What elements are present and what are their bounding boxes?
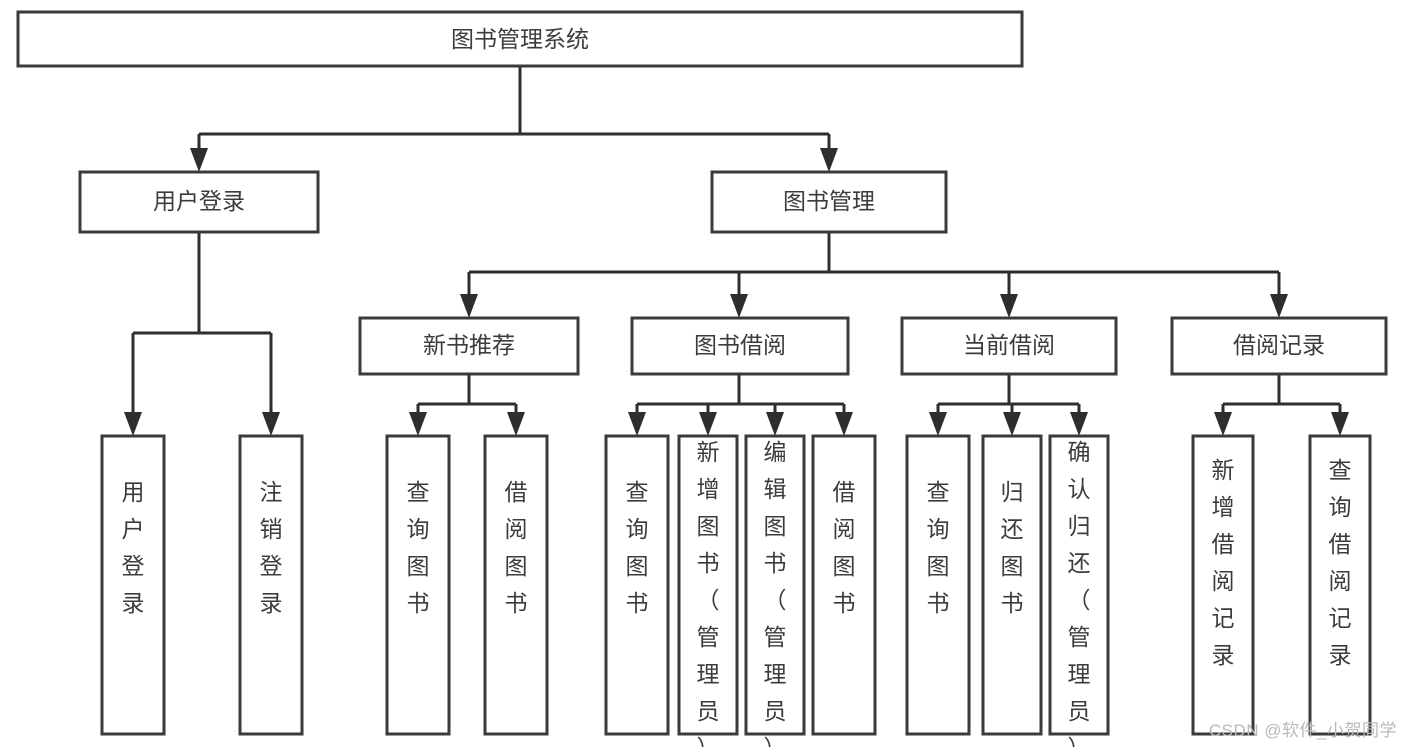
root-label: 图书管理系统: [451, 26, 589, 52]
leaf-add-record-label: 新增借阅记录: [1212, 457, 1235, 668]
node-book-manage[interactable]: 图书管理: [710, 170, 948, 234]
current-borrow-label: 当前借阅: [963, 332, 1055, 358]
arrowhead-to-leaf-query-record: [1331, 412, 1349, 436]
borrow-record-label: 借阅记录: [1233, 332, 1325, 358]
leaf-return-book-box[interactable]: [981, 434, 1043, 736]
node-root[interactable]: 图书管理系统: [16, 10, 1024, 68]
arrowhead-to-leaf-return-book: [1003, 412, 1021, 436]
leaf-add-book-label: 新增图书（管理员）: [697, 439, 720, 747]
leaf-query-book-1-label: 查询图书: [407, 479, 430, 616]
arrowhead-to-new-book-rec: [460, 294, 478, 318]
leaf-query-book-1-box[interactable]: [385, 434, 451, 736]
leaf-layer: 用户登录 注销登录 查询图书 借阅图书 查询图书 新增图书（管理员）: [100, 434, 1372, 747]
leaf-query-book-3-label: 查询图书: [927, 479, 950, 616]
node-leaf-confirm-return[interactable]: 确认归还（管理员）: [1048, 434, 1110, 747]
arrowhead-to-leaf-query-book-1: [409, 412, 427, 436]
node-leaf-query-book-1[interactable]: 查询图书: [385, 434, 451, 736]
node-leaf-borrow-book-1[interactable]: 借阅图书: [483, 434, 549, 736]
leaf-edit-book-label: 编辑图书（管理员）: [764, 439, 787, 747]
node-leaf-borrow-book-2[interactable]: 借阅图书: [811, 434, 877, 736]
node-leaf-query-book-2[interactable]: 查询图书: [604, 434, 670, 736]
leaf-borrow-book-1-label: 借阅图书: [505, 479, 528, 616]
arrowhead-to-current-borrow: [1000, 294, 1018, 318]
book-manage-label: 图书管理: [783, 188, 875, 214]
arrowhead-to-leaf-borrow-book-1: [507, 412, 525, 436]
new-book-rec-box[interactable]: [358, 316, 580, 376]
connector-bookborrow-to-leaves: [635, 374, 846, 422]
arrowhead-to-leaf-query-book-3: [929, 412, 947, 436]
leaf-user-logout-label: 注销登录: [260, 479, 283, 616]
leaf-edit-book-box[interactable]: [744, 434, 806, 736]
borrow-record-box[interactable]: [1170, 316, 1388, 376]
leaf-query-record-box[interactable]: [1308, 434, 1372, 736]
leaf-borrow-book-2-box[interactable]: [811, 434, 877, 736]
leaf-add-book-box[interactable]: [677, 434, 739, 736]
connector-bookmanage-to-level3: [467, 232, 1281, 304]
leaf-add-record-box[interactable]: [1191, 434, 1255, 736]
leaf-confirm-return-box[interactable]: [1048, 434, 1110, 736]
node-leaf-query-record[interactable]: 查询借阅记录: [1308, 434, 1372, 736]
connector-userlogin-to-leaves: [131, 232, 273, 422]
current-borrow-box[interactable]: [900, 316, 1118, 376]
arrowhead-to-leaf-add-book: [699, 412, 717, 436]
connector-newbookrec-to-leaves: [416, 374, 518, 422]
arrowhead-to-leaf-confirm-return: [1070, 412, 1088, 436]
arrowhead-to-leaf-edit-book: [766, 412, 784, 436]
new-book-rec-label: 新书推荐: [423, 332, 515, 358]
leaf-query-book-2-box[interactable]: [604, 434, 670, 736]
node-leaf-user-logout[interactable]: 注销登录: [238, 434, 304, 736]
leaf-query-book-3-box[interactable]: [905, 434, 971, 736]
book-borrow-box[interactable]: [630, 316, 850, 376]
node-leaf-add-book[interactable]: 新增图书（管理员）: [677, 434, 739, 747]
root-box[interactable]: [16, 10, 1024, 68]
leaf-query-book-2-label: 查询图书: [626, 479, 649, 616]
leaf-query-record-label: 查询借阅记录: [1329, 457, 1352, 668]
leaf-return-book-label: 归还图书: [1001, 479, 1024, 616]
node-leaf-return-book[interactable]: 归还图书: [981, 434, 1043, 736]
arrowhead-to-leaf-user-logout: [262, 412, 280, 436]
connector-root-to-level2: [197, 66, 831, 158]
connector-layer: [124, 66, 1349, 436]
leaf-borrow-book-1-box[interactable]: [483, 434, 549, 736]
node-new-book-rec[interactable]: 新书推荐: [358, 316, 580, 376]
leaf-user-login-box[interactable]: [100, 434, 166, 736]
node-current-borrow[interactable]: 当前借阅: [900, 316, 1118, 376]
arrowhead-to-user-login: [190, 148, 208, 172]
node-borrow-record[interactable]: 借阅记录: [1170, 316, 1388, 376]
arrowhead-to-leaf-user-login: [124, 412, 142, 436]
arrowhead-to-borrow-record: [1270, 294, 1288, 318]
node-leaf-query-book-3[interactable]: 查询图书: [905, 434, 971, 736]
node-book-borrow[interactable]: 图书借阅: [630, 316, 850, 376]
leaf-user-login-label: 用户登录: [122, 479, 145, 616]
node-leaf-edit-book[interactable]: 编辑图书（管理员）: [744, 434, 806, 747]
user-login-box[interactable]: [78, 170, 320, 234]
arrowhead-to-leaf-add-record: [1214, 412, 1232, 436]
arrowhead-to-book-manage: [820, 148, 838, 172]
arrowhead-to-book-borrow: [730, 294, 748, 318]
connector-borrowrecord-to-leaves: [1221, 374, 1342, 422]
arrowhead-to-leaf-borrow-book-2: [835, 412, 853, 436]
node-leaf-user-login[interactable]: 用户登录: [100, 434, 166, 736]
leaf-borrow-book-2-label: 借阅图书: [833, 479, 856, 616]
node-leaf-add-record[interactable]: 新增借阅记录: [1191, 434, 1255, 736]
arrowhead-to-leaf-query-book-2: [628, 412, 646, 436]
book-borrow-label: 图书借阅: [694, 332, 786, 358]
leaf-user-logout-box[interactable]: [238, 434, 304, 736]
user-login-label: 用户登录: [153, 188, 245, 214]
node-user-login[interactable]: 用户登录: [78, 170, 320, 234]
book-manage-box[interactable]: [710, 170, 948, 234]
leaf-confirm-return-label: 确认归还（管理员）: [1068, 439, 1091, 747]
